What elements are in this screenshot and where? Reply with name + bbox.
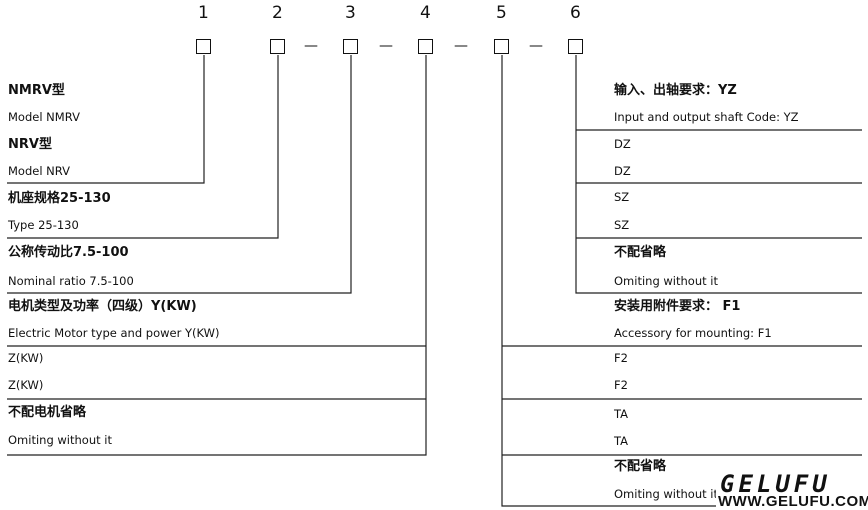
model-nmrv-sub: Model NMRV: [8, 110, 80, 124]
connector-3: [7, 55, 352, 294]
accessory-option-ta: TA: [614, 434, 628, 448]
motor-option-z: Z(KW): [8, 351, 44, 365]
connector-1: [7, 55, 205, 184]
position-number-2: 2: [272, 3, 283, 23]
position-number-1: 1: [198, 3, 209, 23]
frame-size-sub: Type 25-130: [8, 218, 79, 232]
accessory-title: 安装用附件要求： F1: [614, 299, 741, 314]
model-nrv-sub: Model NRV: [8, 164, 71, 178]
shaft-title: 输入、出轴要求：YZ: [614, 83, 737, 98]
shaft-option-sz: SZ: [614, 190, 630, 204]
code-box-1: [196, 39, 211, 54]
motor-omit-title: 不配电机省略: [8, 405, 87, 420]
model-nrv-title: NRV型: [8, 137, 52, 152]
position-number-6: 6: [570, 3, 581, 23]
code-box-6: [568, 39, 583, 54]
connector-4: [7, 55, 427, 456]
ratio-title: 公称传动比7.5-100: [8, 245, 129, 260]
accessory-sub: Accessory for mounting: F1: [614, 326, 772, 340]
code-box-2: [270, 39, 285, 54]
brand-logo-url: WWW.GELUFU.COM: [718, 493, 868, 510]
connector-2: [7, 55, 279, 239]
motor-sub: Electric Motor type and power Y(KW): [8, 326, 220, 340]
code-box-4: [418, 39, 433, 54]
shaft-option-dz: DZ: [614, 137, 631, 151]
separator-dash: —: [454, 38, 468, 54]
shaft-omit-sub: Omiting without it: [614, 274, 718, 288]
position-number-5: 5: [496, 3, 507, 23]
model-nmrv-title: NMRV型: [8, 83, 65, 98]
motor-omit-sub: Omiting without it: [8, 433, 112, 447]
motor-option-z: Z(KW): [8, 378, 44, 392]
brand-logo: GELUFU WWW.GELUFU.COM: [716, 470, 868, 510]
accessory-option-ta: TA: [614, 407, 628, 421]
position-number-4: 4: [420, 3, 431, 23]
separator-dash: —: [304, 38, 318, 54]
shaft-sub: Input and output shaft Code: YZ: [614, 110, 799, 124]
separator-dash: —: [379, 38, 393, 54]
shaft-omit-title: 不配省略: [614, 245, 667, 260]
accessory-option-f2: F2: [614, 351, 628, 365]
motor-title: 电机类型及功率（四级）Y(KW): [8, 299, 197, 314]
shaft-option-dz: DZ: [614, 164, 631, 178]
accessory-omit-sub: Omiting without it: [614, 487, 718, 501]
shaft-option-sz: SZ: [614, 218, 630, 232]
connector-5: [501, 55, 720, 507]
accessory-omit-title: 不配省略: [614, 459, 667, 474]
accessory-option-f2: F2: [614, 378, 628, 392]
position-number-3: 3: [345, 3, 356, 23]
code-box-3: [343, 39, 358, 54]
connector-6: [575, 55, 862, 294]
ratio-sub: Nominal ratio 7.5-100: [8, 274, 134, 288]
code-box-5: [494, 39, 509, 54]
separator-dash: —: [529, 38, 543, 54]
frame-size-title: 机座规格25-130: [8, 191, 111, 206]
brand-logo-name: GELUFU: [720, 470, 831, 498]
